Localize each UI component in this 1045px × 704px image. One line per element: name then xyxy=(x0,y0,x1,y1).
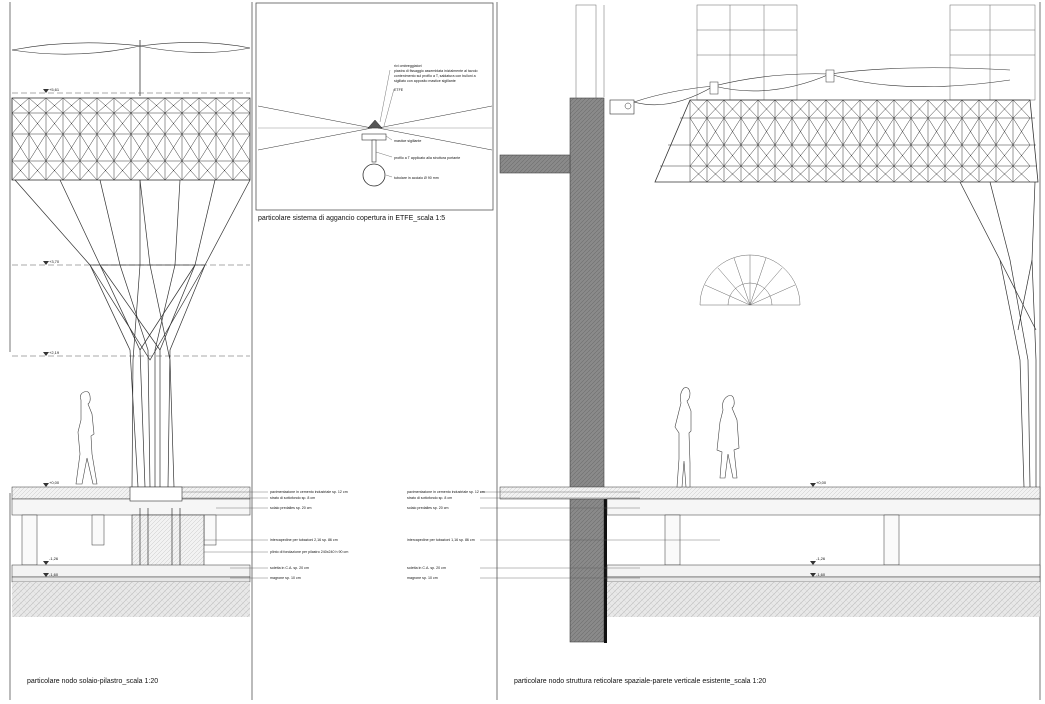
caption-right: particolare nodo struttura reticolare sp… xyxy=(514,678,766,685)
etfe-label: ETFE xyxy=(394,88,404,92)
level-bottom-right: -1,60 xyxy=(816,572,826,577)
right-layer-label: intercapedine per tubazioni 1,16 sp. 86 … xyxy=(407,538,475,542)
right-layer-label: soletta in C.A. sp. 20 cm xyxy=(407,566,446,570)
level-markers-right: +0,00 -1,26 -1,60 xyxy=(810,480,827,577)
etfe-label: sigillato con apposito mastice sigillant… xyxy=(394,79,456,83)
right-layer-label: strato di sottofondo sp. 8 cm xyxy=(407,496,452,500)
right-panel: +0,00 -1,26 -1,60 pavimentazione in ceme… xyxy=(407,4,1041,685)
etfe-label: contenimento sul profilo a T, saldatura … xyxy=(394,74,476,78)
left-layer-label: plinto di fondazione per pilastro 240x24… xyxy=(270,550,348,554)
level-bottom: -1,60 xyxy=(49,572,59,577)
left-layer-label: solaio predalles sp. 20 cm xyxy=(270,506,312,510)
level-floor-right: +0,00 xyxy=(816,480,827,485)
left-layer-label: pavimentazione in cemento industriale sp… xyxy=(270,490,348,494)
level-upper: +3,70 xyxy=(49,259,60,264)
etfe-detail: rivi ombreggiatori piastra di fissaggio … xyxy=(257,64,493,222)
level-mid: +2,19 xyxy=(49,350,60,355)
etfe-label: profilo a T applicato alla struttura por… xyxy=(394,156,460,160)
left-layer-label: magrone sp. 10 cm xyxy=(270,576,301,580)
level-basement: -1,26 xyxy=(49,556,59,561)
right-layer-labels: pavimentazione in cemento industriale sp… xyxy=(407,490,485,580)
level-floor: +0,00 xyxy=(49,480,60,485)
level-basement-right: -1,26 xyxy=(816,556,826,561)
right-layer-label: solaio predalles sp. 20 cm xyxy=(407,506,449,510)
left-layer-label: soletta in C.A. sp. 20 cm xyxy=(270,566,309,570)
level-roof: +5,61 xyxy=(49,87,60,92)
right-layer-label: pavimentazione in cemento industriale sp… xyxy=(407,490,485,494)
caption-top-middle: particolare sistema di aggancio copertur… xyxy=(258,215,445,222)
left-layer-label: intercapedine per tubazioni 2,16 sp. 86 … xyxy=(270,538,338,542)
etfe-label: tubolare in acciaio Ø 90 mm xyxy=(394,176,439,180)
left-layer-label: strato di sottofondo sp. 8 cm xyxy=(270,496,315,500)
right-layer-label: magrone sp. 10 cm xyxy=(407,576,438,580)
etfe-label: mastice sigillante xyxy=(394,139,421,143)
etfe-label: piastra di fissaggio assemblata inizialm… xyxy=(394,69,478,73)
caption-left: particolare nodo solaio-pilastro_scala 1… xyxy=(27,678,158,685)
left-panel: +5,61 +3,70 +2,19 +0,00 -1,26 -1,60 pavi… xyxy=(11,40,348,685)
etfe-label: rivi ombreggiatori xyxy=(394,64,422,68)
left-layer-labels: pavimentazione in cemento industriale sp… xyxy=(270,490,348,580)
level-markers-left: +5,61 +3,70 +2,19 +0,00 -1,26 -1,60 xyxy=(43,87,60,577)
